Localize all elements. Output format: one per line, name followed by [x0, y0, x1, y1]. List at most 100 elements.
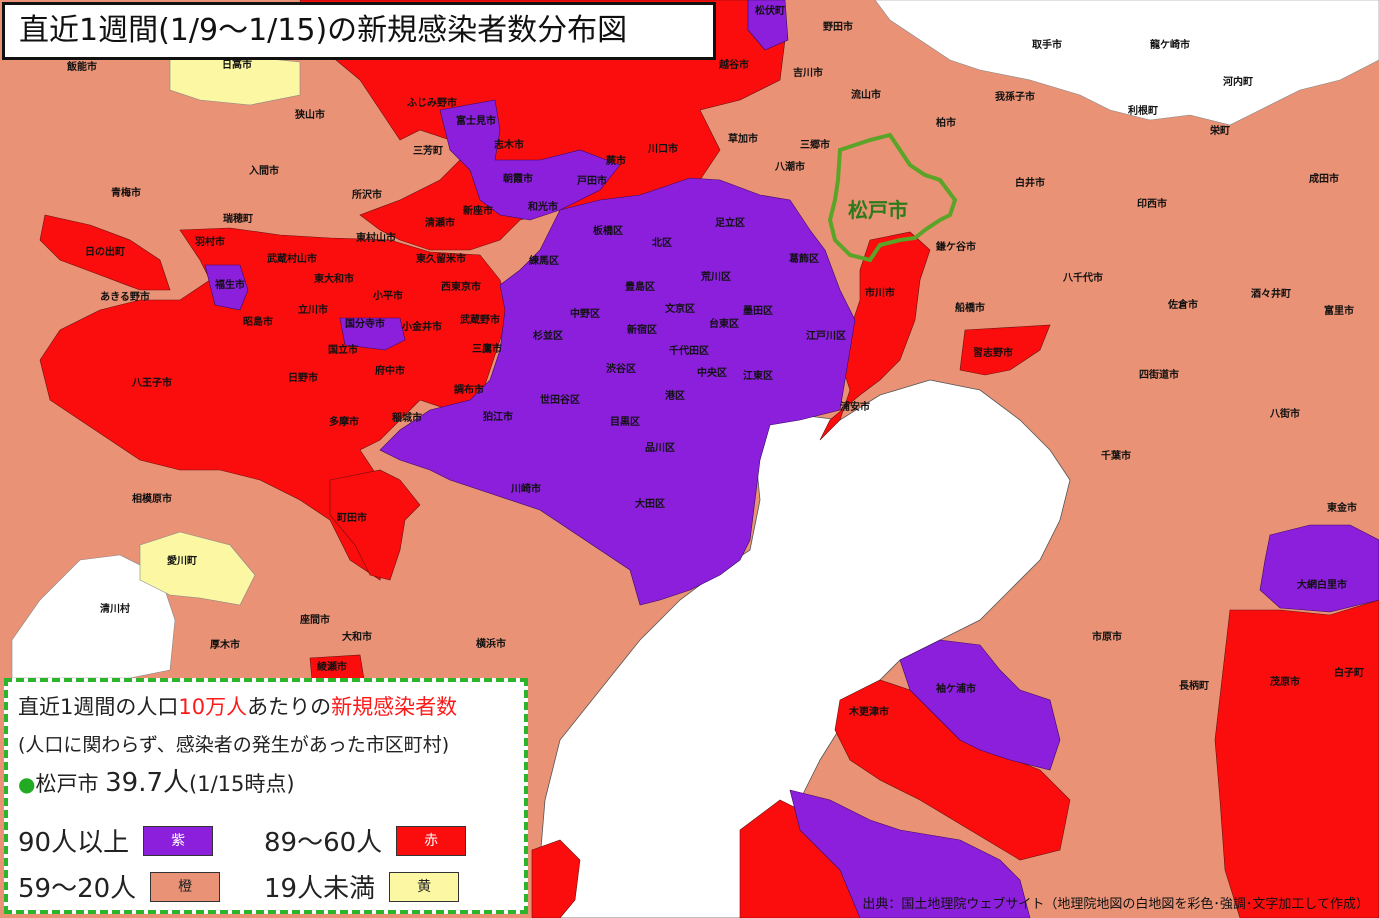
legend-level-range: 89〜60人 — [264, 828, 383, 858]
municipality-label: 町田市 — [337, 511, 367, 524]
municipality-label: 新座市 — [463, 204, 493, 217]
region-red-machida — [329, 469, 421, 581]
municipality-label: 東久留米市 — [416, 252, 466, 265]
municipality-label: 世田谷区 — [540, 393, 580, 406]
region-purple-tokyo — [379, 177, 856, 606]
municipality-labels: 松伏町野田市取手市龍ケ崎市飯能市日高市越谷市吉川市河内町流山市我孫子市利根町ふじ… — [66, 4, 1364, 718]
municipality-label: 荒川区 — [700, 270, 731, 283]
municipality-label: 清瀬市 — [425, 216, 455, 229]
municipality-label: 青梅市 — [111, 186, 141, 199]
region-ibaraki-north — [874, 0, 1379, 126]
municipality-label: 日高市 — [222, 58, 252, 71]
map-title: 直近1週間(1/9〜1/15)の新規感染者数分布図 — [2, 2, 716, 60]
municipality-label: 稲城市 — [392, 411, 422, 424]
municipality-label: 厚木市 — [210, 638, 240, 651]
municipality-label: 栄町 — [1209, 124, 1230, 137]
municipality-label: 柏市 — [936, 116, 956, 129]
municipality-label: 千代田区 — [669, 344, 709, 357]
municipality-label: 国分寺市 — [345, 317, 385, 330]
municipality-label: 立川市 — [298, 303, 328, 316]
matsudo-outline — [827, 132, 958, 263]
municipality-label: 大網白里市 — [1297, 578, 1347, 591]
municipality-label: 杉並区 — [533, 329, 563, 342]
legend-level-range: 90人以上 — [18, 828, 130, 858]
municipality-label: 四街道市 — [1139, 368, 1179, 381]
region-aikawa — [139, 531, 256, 606]
municipality-label: 国立市 — [328, 343, 358, 356]
legend-swatch-yellow: 黄 — [389, 871, 460, 902]
municipality-label: 三郷市 — [800, 138, 830, 151]
municipality-label: 狛江市 — [482, 410, 513, 423]
legend-swatch-orange: 橙 — [150, 871, 221, 902]
region-red-hinode — [39, 214, 171, 291]
municipality-label: 飯能市 — [66, 60, 97, 73]
municipality-label: 志木市 — [494, 138, 524, 151]
legend-matsudo: ●松戸市 39.7人(1/15時点) — [18, 764, 524, 802]
municipality-label: 越谷市 — [718, 58, 749, 71]
municipality-label: 八千代市 — [1062, 271, 1103, 284]
municipality-label: 相模原市 — [132, 492, 172, 505]
municipality-label: 板橋区 — [593, 224, 623, 237]
region-purple-sodegaura — [899, 639, 1061, 771]
region-purple-south — [789, 789, 1031, 918]
legend-swatch-red: 赤 — [396, 825, 467, 856]
municipality-label: 八街市 — [1269, 407, 1300, 420]
municipality-label: 武蔵野市 — [460, 313, 500, 326]
municipality-label: 成田市 — [1309, 172, 1339, 185]
municipality-label: 川口市 — [647, 142, 678, 155]
municipality-label: 小金井市 — [401, 320, 442, 333]
municipality-label: 龍ケ崎市 — [1150, 38, 1190, 51]
legend-matsudo-value: 39.7人 — [105, 768, 190, 798]
municipality-label: 川崎市 — [510, 482, 541, 495]
legend-level-2: 59〜20人 橙 — [18, 868, 221, 905]
region-purple-saitama — [439, 99, 621, 221]
municipality-label: 武蔵村山市 — [267, 252, 317, 265]
municipality-label: 瑞穂町 — [223, 212, 253, 225]
municipality-label: 所沢市 — [352, 188, 382, 201]
municipality-label: 西東京市 — [441, 280, 481, 293]
municipality-label: 富里市 — [1324, 304, 1354, 317]
municipality-label: 府中市 — [375, 364, 405, 377]
municipality-label: 市原市 — [1092, 630, 1122, 643]
municipality-label: 品川区 — [645, 442, 675, 454]
legend-note: (人口に関わらず、感染者の発生があった市区町村) — [18, 734, 450, 756]
municipality-label: 袖ケ浦市 — [935, 682, 976, 695]
legend-heading: 直近1週間の人口10万人あたりの新規感染者数 — [18, 688, 524, 726]
municipality-label: 野田市 — [823, 20, 853, 33]
municipality-label: 習志野市 — [973, 346, 1013, 359]
municipality-label: 市川市 — [865, 286, 895, 299]
legend-level-range: 19人未満 — [264, 874, 376, 904]
municipality-label: 酒々井町 — [1251, 287, 1291, 300]
municipality-label: 大田区 — [635, 497, 665, 510]
municipality-label: 白井市 — [1015, 176, 1045, 189]
region-red-narashino — [959, 324, 1051, 376]
municipality-label: 三芳町 — [413, 144, 443, 157]
municipality-label: 茂原市 — [1270, 675, 1300, 688]
municipality-label: 文京区 — [665, 302, 695, 315]
municipality-label: 八潮市 — [774, 160, 805, 173]
municipality-label: 綾瀬市 — [317, 660, 347, 673]
legend-level-range: 59〜20人 — [18, 874, 137, 904]
municipality-label: 河内町 — [1223, 75, 1253, 88]
municipality-label: 清川村 — [100, 602, 130, 615]
legend: 直近1週間の人口10万人あたりの新規感染者数 (人口に関わらず、感染者の発生があ… — [4, 678, 528, 914]
legend-heading-emphasis: 10万人 — [178, 695, 248, 719]
municipality-label: 利根町 — [1128, 104, 1158, 117]
municipality-label: 江戸川区 — [806, 329, 846, 342]
municipality-label: 新宿区 — [627, 323, 657, 336]
municipality-label: 小平市 — [372, 289, 403, 302]
municipality-label: ふじみ野市 — [407, 96, 457, 109]
municipality-label: 木更津市 — [848, 705, 889, 718]
municipality-label: 東金市 — [1327, 501, 1357, 514]
municipality-label: 東村山市 — [356, 231, 396, 244]
municipality-label: 足立区 — [715, 216, 745, 229]
municipality-label: 練馬区 — [529, 254, 559, 267]
municipality-label: 戸田市 — [577, 174, 607, 187]
municipality-label: 北区 — [652, 236, 672, 249]
municipality-label: 昭島市 — [243, 315, 273, 328]
municipality-label: 愛川町 — [167, 554, 197, 567]
municipality-label: 港区 — [665, 389, 685, 402]
region-purple-fussa — [204, 264, 249, 311]
legend-matsudo-name: 松戸市 — [35, 772, 99, 796]
municipality-label: 羽村市 — [195, 235, 225, 248]
